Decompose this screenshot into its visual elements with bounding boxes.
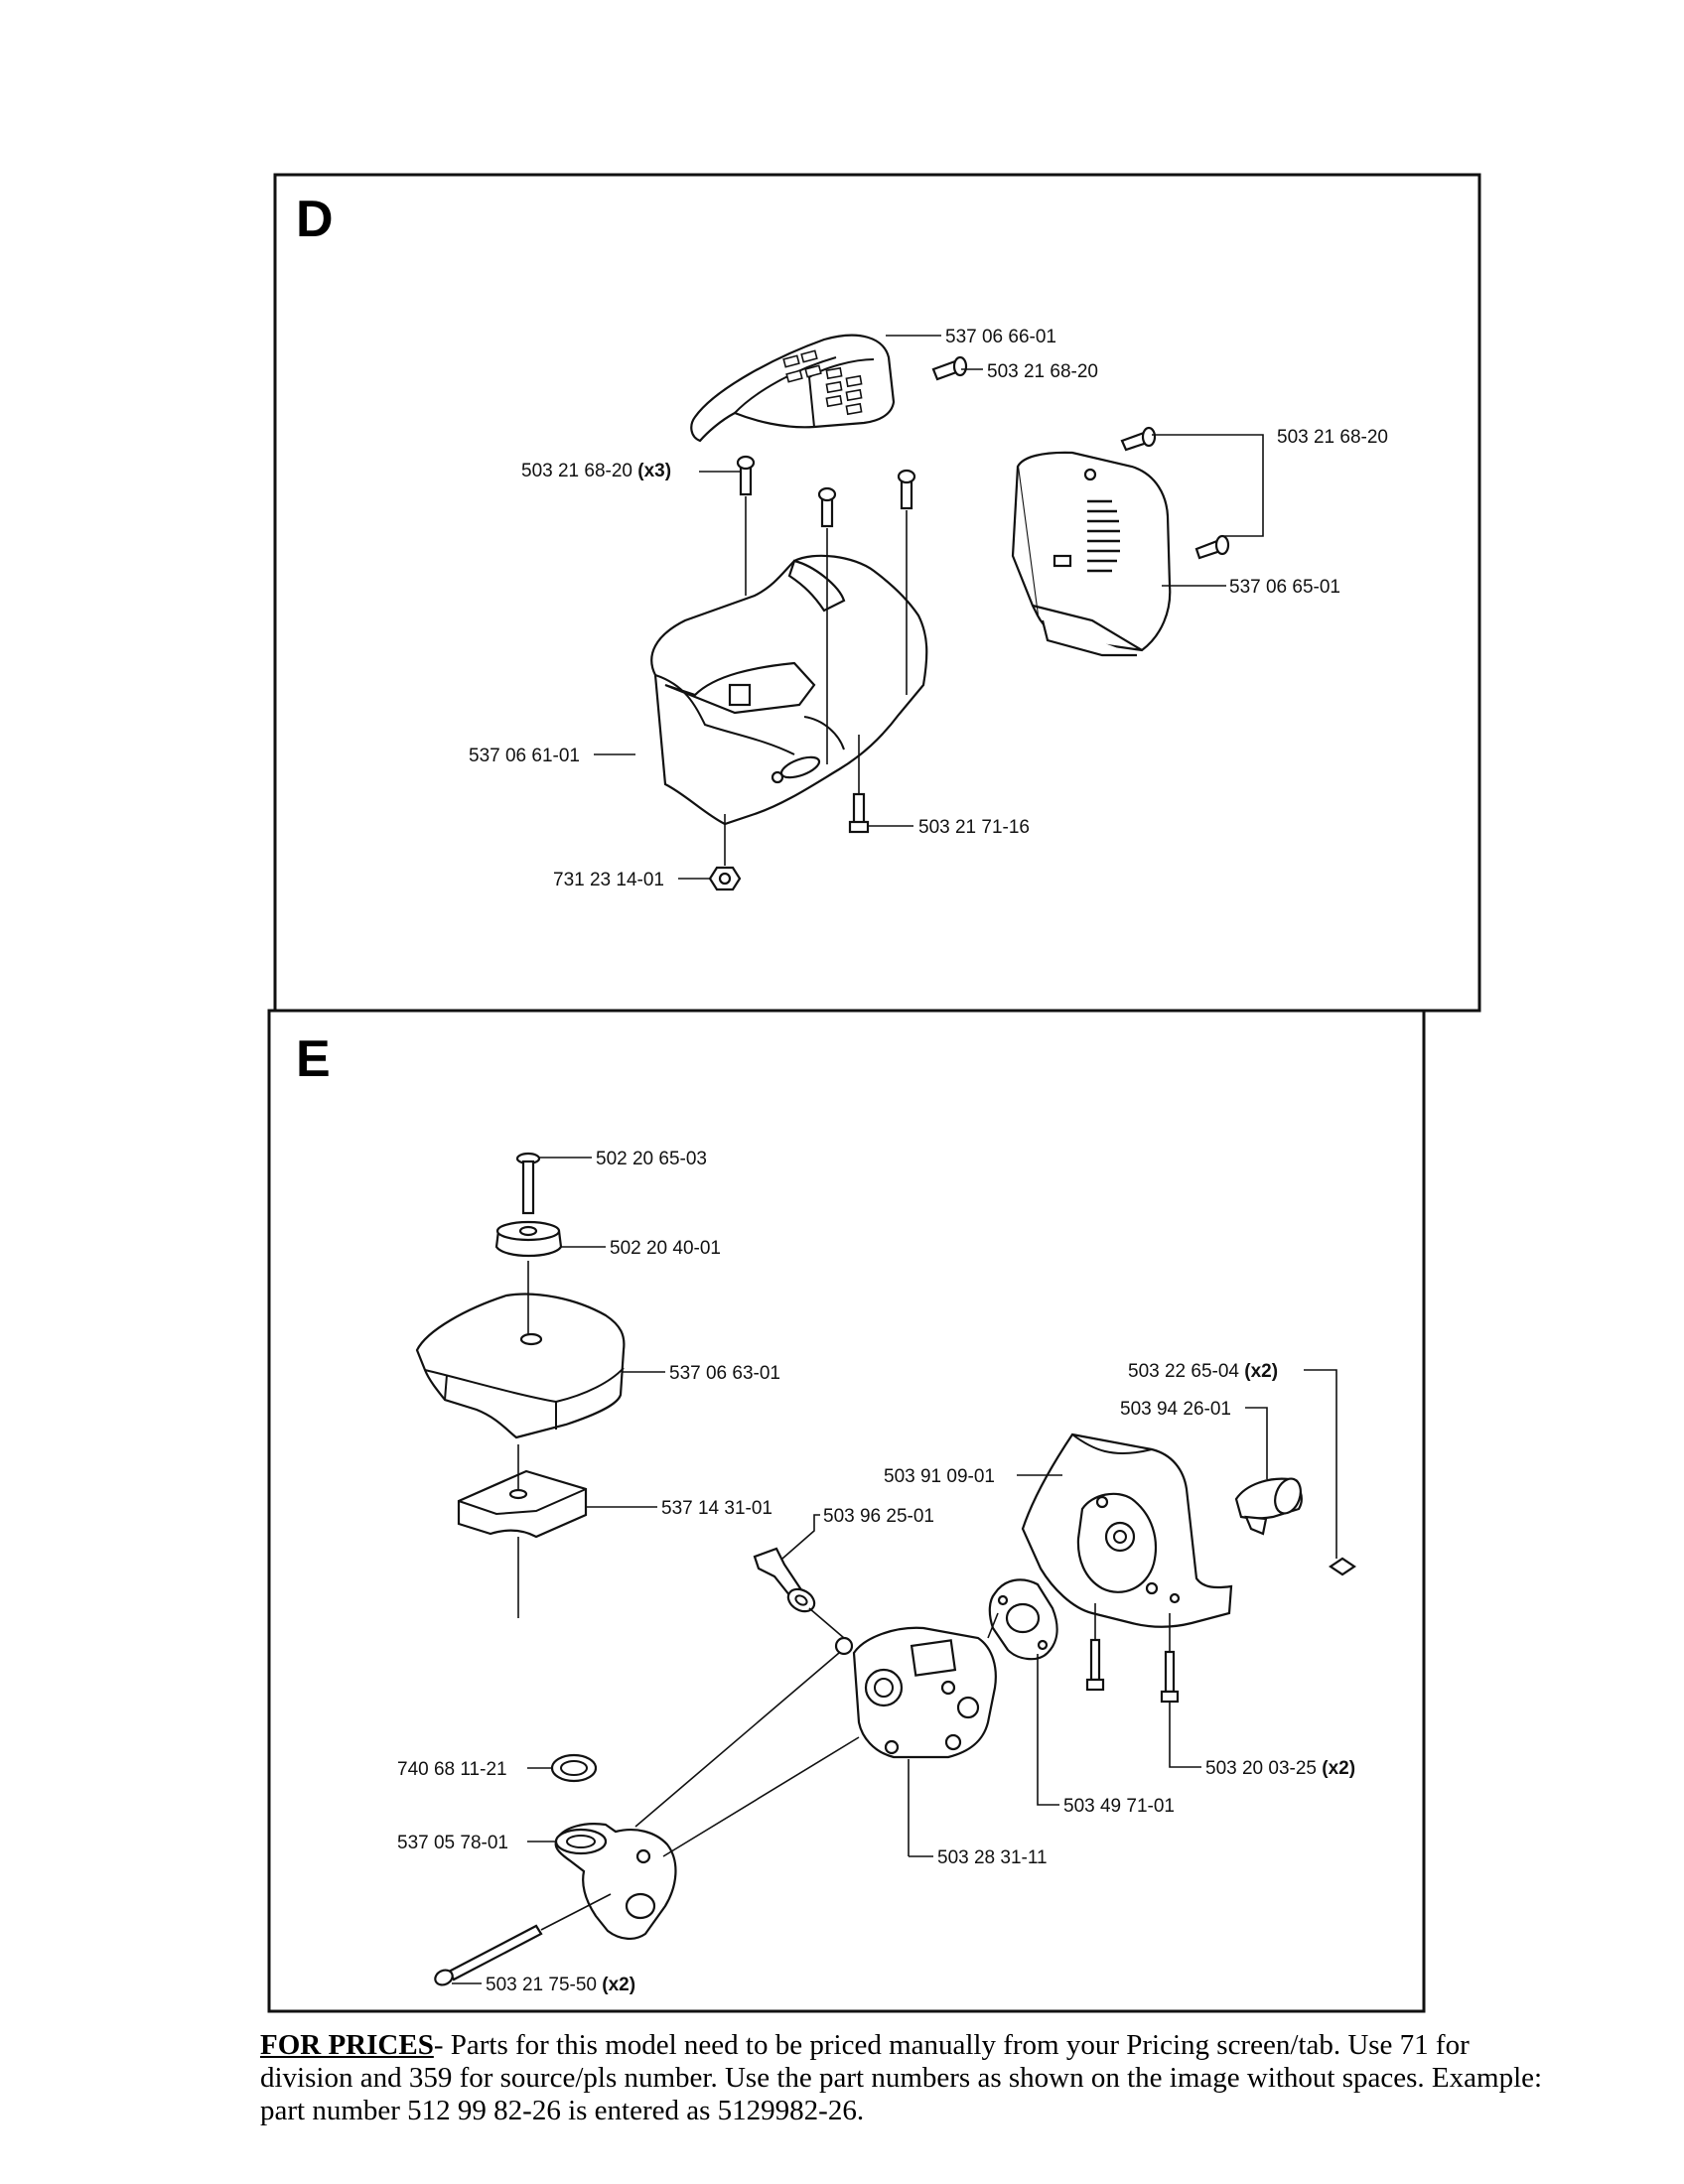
callout-intake-ring: 740 68 11-21 — [397, 1759, 507, 1780]
callout-air-filter-cover: 537 06 63-01 — [669, 1363, 780, 1384]
callout-carburetor: 503 28 31-11 — [937, 1847, 1048, 1868]
callout-screws-x3: 503 21 68-20 (x3) — [521, 461, 671, 481]
carb-holder-part — [1017, 1433, 1233, 1628]
callout-nut: 731 23 14-01 — [553, 870, 664, 890]
section-e-letter: E — [296, 1030, 331, 1088]
callout-bracket-screw-x2: 503 22 65-04 (x2) — [1128, 1361, 1278, 1382]
side-cover-part — [1011, 451, 1172, 657]
long-screw-part — [434, 1893, 612, 1986]
pricing-note: FOR PRICES- Parts for this model need to… — [260, 2029, 1551, 2127]
intake-part — [527, 1823, 677, 1940]
callout-side-cover: 537 06 65-01 — [1229, 577, 1340, 598]
callout-top-cover: 537 06 66-01 — [945, 327, 1056, 347]
knob-part — [494, 1220, 606, 1257]
callout-top-cover-screw: 503 21 68-20 — [987, 361, 1098, 382]
intake-ring-part — [527, 1753, 598, 1783]
gasket-part — [988, 1578, 1059, 1806]
section-d-letter: D — [296, 191, 334, 248]
callout-carb-holder: 503 91 09-01 — [884, 1466, 995, 1487]
pricing-note-text: - Parts for this model need to be priced… — [260, 2029, 1543, 2126]
callout-lever: 503 96 25-01 — [823, 1506, 934, 1527]
callout-cylinder-cover: 537 06 61-01 — [469, 746, 580, 766]
filter-part — [457, 1444, 657, 1618]
cylinder-cover-part — [650, 554, 928, 826]
nut-part — [1304, 1369, 1356, 1576]
callout-gasket: 503 49 71-01 — [1063, 1796, 1175, 1817]
callout-screw-bottom: 503 21 71-16 — [918, 817, 1030, 838]
lever-part — [753, 1514, 845, 1639]
callout-clamp: 503 94 26-01 — [1120, 1399, 1231, 1420]
screw-part — [1085, 1603, 1201, 1768]
callout-side-cover-screw: 503 21 68-20 — [1277, 427, 1388, 448]
screw-part — [848, 735, 870, 834]
callout-screw-top: 502 20 65-03 — [596, 1149, 707, 1169]
screw-part — [931, 355, 968, 381]
screw-part — [515, 1152, 592, 1215]
callout-screw-x2: 503 20 03-25 (x2) — [1205, 1758, 1355, 1779]
top-cover-part — [690, 334, 896, 443]
nut-part — [708, 814, 742, 891]
carburetor-part — [834, 1626, 997, 1857]
callout-knob: 502 20 40-01 — [610, 1238, 721, 1259]
clamp-part — [1234, 1407, 1303, 1536]
pricing-note-heading: FOR PRICES — [260, 2029, 434, 2061]
air-filter-cover-part — [415, 1261, 665, 1439]
callout-intake: 537 05 78-01 — [397, 1833, 508, 1853]
callout-long-screw-x2: 503 21 75-50 (x2) — [486, 1975, 635, 1995]
screw-part — [736, 455, 916, 528]
screw-part — [1120, 426, 1230, 560]
callout-filter: 537 14 31-01 — [661, 1498, 772, 1519]
